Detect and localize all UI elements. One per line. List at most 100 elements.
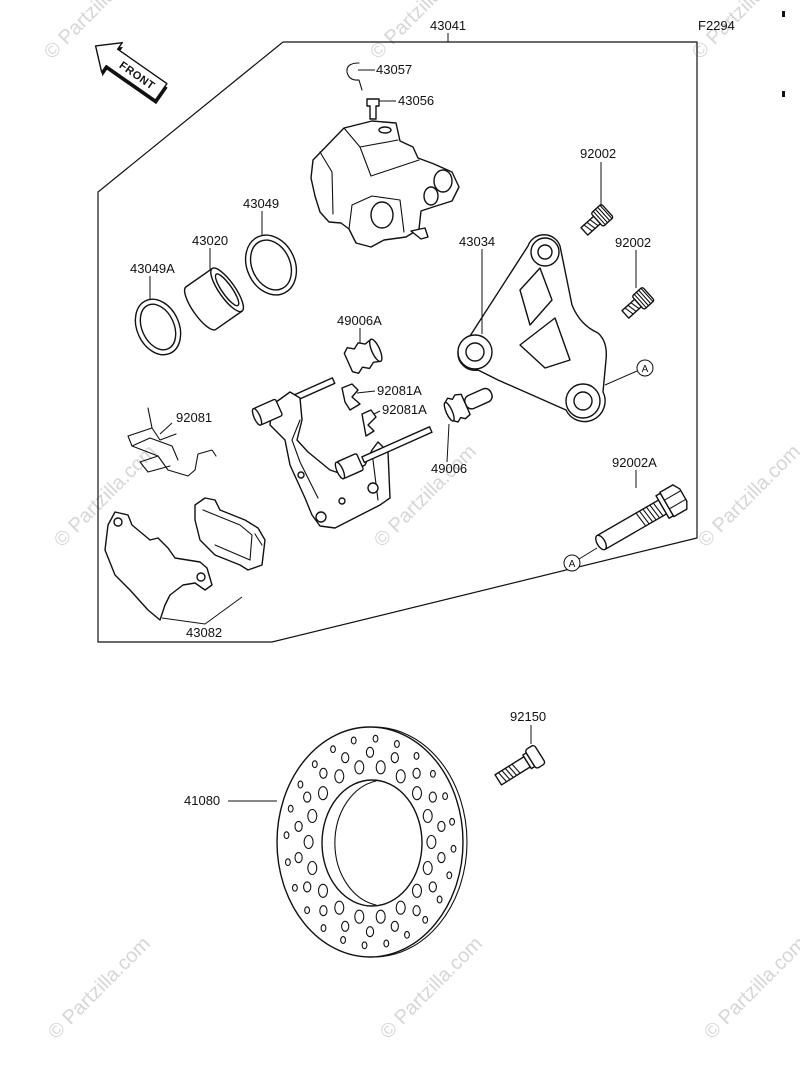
disc-hole xyxy=(446,871,453,880)
disc-hole xyxy=(428,791,437,803)
caliper-detail xyxy=(319,127,420,233)
part-label-boot-lower: 49006 xyxy=(431,461,467,476)
disc-hole xyxy=(422,860,433,876)
pad-lining-detail xyxy=(202,509,263,561)
disc-hole xyxy=(436,895,443,904)
pad-hole xyxy=(196,572,206,582)
spring-wire xyxy=(131,427,179,473)
spring-92081 xyxy=(127,407,217,477)
part-label-piston: 43020 xyxy=(192,233,228,248)
disc-hole xyxy=(365,926,375,938)
disc-center-opening xyxy=(321,779,423,907)
part-label-bracket: 43034 xyxy=(459,234,495,249)
disc-hole xyxy=(341,920,350,932)
leader-line xyxy=(356,390,376,394)
boot-end xyxy=(443,401,455,422)
disc-hole xyxy=(361,941,368,950)
disc-hole xyxy=(317,786,329,801)
leader-line xyxy=(159,422,173,435)
disc-hole xyxy=(294,852,303,864)
pad-backing-plate xyxy=(104,511,213,621)
assembly-outline xyxy=(97,41,698,643)
disc-hole xyxy=(442,792,449,801)
boot-end xyxy=(368,338,383,363)
part-label-clip-a-lower: 92081A xyxy=(382,402,427,417)
caliper-body xyxy=(310,120,460,248)
disc-hole xyxy=(372,734,379,743)
disc-hole xyxy=(311,760,318,769)
bolt-thread xyxy=(635,502,664,527)
disc-hole xyxy=(294,820,303,832)
part-label-bolt-lower: 92002 xyxy=(615,235,651,250)
front-arrow-outline xyxy=(94,41,168,101)
disc-hole xyxy=(413,751,420,760)
leader-line xyxy=(161,596,243,625)
watermark: © Partzilla.com xyxy=(44,933,155,1044)
disc-hole xyxy=(319,767,328,779)
disc-hole xyxy=(334,769,345,784)
disc-hole xyxy=(428,881,437,893)
reference-marker: A xyxy=(569,559,576,570)
seal-inner-edge xyxy=(249,239,293,291)
disc-hole xyxy=(411,786,423,801)
bracket-43034 xyxy=(457,234,608,423)
leader-line xyxy=(373,410,381,415)
disc-hole xyxy=(284,858,291,867)
clip-43057 xyxy=(346,62,363,91)
disc-hole xyxy=(375,760,386,775)
bolt-92002a xyxy=(595,484,688,551)
seal-inner-edge xyxy=(139,303,177,351)
disc-hole xyxy=(354,760,365,775)
disc-hole xyxy=(304,906,311,915)
part-label-pads: 43082 xyxy=(186,625,222,640)
disc-hole xyxy=(317,883,329,898)
disc-hole xyxy=(340,936,347,944)
bolt-92002-lower xyxy=(621,287,655,319)
disc-hole xyxy=(341,752,350,764)
clip-92081a-lower xyxy=(361,409,377,437)
bolt-head xyxy=(525,744,546,769)
bolt-head xyxy=(632,287,655,310)
caliper-boss xyxy=(423,186,439,206)
bracket-cutout xyxy=(519,317,571,369)
pad-holder xyxy=(251,377,433,529)
spring-wire xyxy=(127,407,217,477)
bolt-head xyxy=(591,204,614,227)
pin-end xyxy=(334,461,346,480)
disc-hole xyxy=(303,834,314,850)
bolt-knurl xyxy=(633,287,654,309)
edge-mark xyxy=(782,11,785,17)
bracket-hole xyxy=(465,342,485,362)
disc-inner-edge xyxy=(334,780,377,906)
caliper-boss xyxy=(433,169,453,193)
part-label-clip: 43057 xyxy=(376,62,412,77)
disc-hole xyxy=(287,804,294,813)
disc-hole xyxy=(404,930,410,939)
disc-hole xyxy=(334,900,345,915)
disc-hole xyxy=(437,852,446,864)
part-label-bolt-upper: 92002 xyxy=(580,146,616,161)
caliper-bore xyxy=(370,201,394,229)
caliper-tab xyxy=(410,227,429,240)
reference-marker-circle xyxy=(636,359,654,377)
part-label-disc: 41080 xyxy=(184,793,220,808)
bolt-hex-head xyxy=(659,484,688,518)
disc-hole xyxy=(320,924,327,933)
assembly-label: 43041 xyxy=(430,18,466,33)
part-label-bolt-long: 92002A xyxy=(612,455,657,470)
pin-end xyxy=(251,407,263,426)
bolt-92150 xyxy=(494,744,546,786)
holder-hole xyxy=(367,482,379,494)
disc-holes xyxy=(283,734,457,950)
disc-hole xyxy=(330,745,336,754)
bolt-knurl xyxy=(592,204,613,226)
part-label-boot-upper: 49006A xyxy=(337,313,382,328)
watermark: © Partzilla.com xyxy=(40,0,151,64)
disc-hole xyxy=(375,909,386,924)
disc-hole xyxy=(395,769,406,784)
holder-hole xyxy=(297,471,305,479)
disc-hole xyxy=(291,883,298,892)
pad-lining xyxy=(194,497,266,571)
bracket-outline xyxy=(457,234,608,423)
disc-hole xyxy=(412,905,421,917)
